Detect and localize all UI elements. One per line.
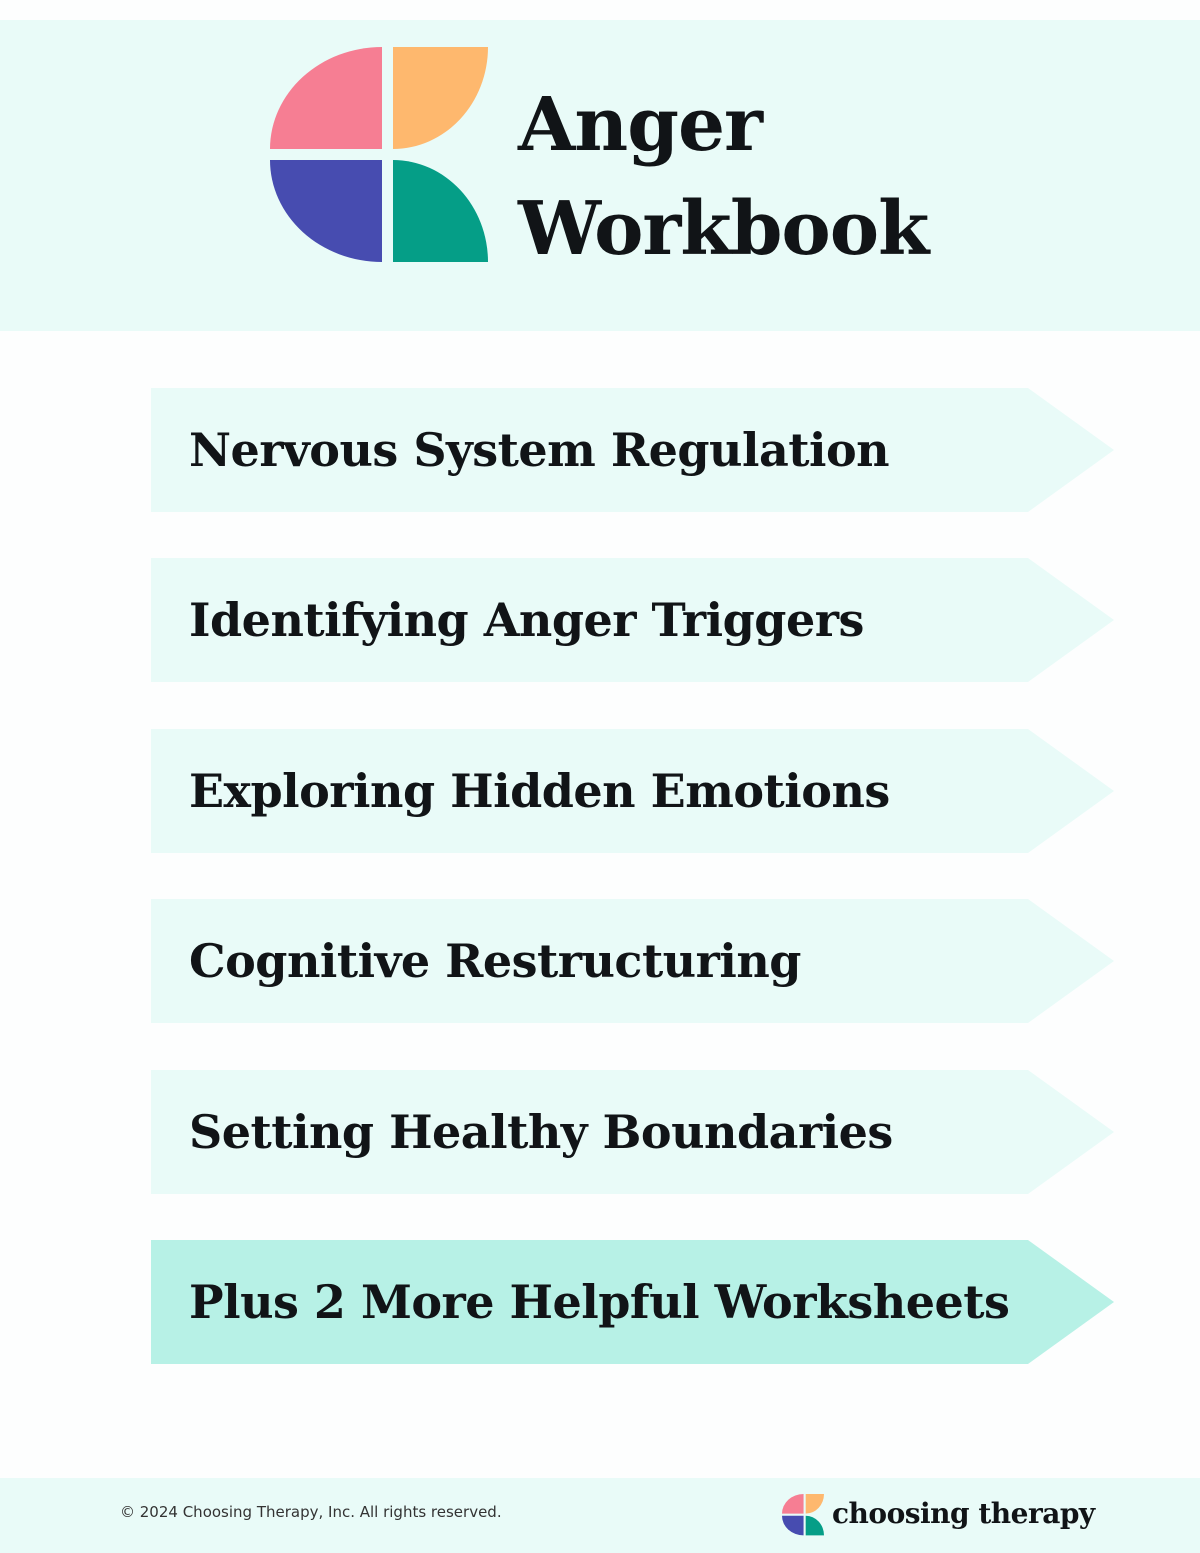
worksheet-item-highlight: Plus 2 More Helpful Worksheets	[151, 1240, 1114, 1364]
worksheet-item: Identifying Anger Triggers	[151, 558, 1114, 682]
choosing-therapy-logo-icon	[270, 47, 488, 262]
worksheet-item-label: Plus 2 More Helpful Worksheets	[189, 1275, 1010, 1329]
worksheet-item: Setting Healthy Boundaries	[151, 1070, 1114, 1194]
worksheet-item: Nervous System Regulation	[151, 388, 1114, 512]
arrow-banner	[151, 899, 1114, 1023]
worksheet-item-label: Nervous System Regulation	[189, 423, 890, 477]
worksheet-item-label: Exploring Hidden Emotions	[189, 764, 890, 818]
arrow-banner	[151, 1070, 1114, 1194]
title-line-1: Anger	[518, 82, 763, 168]
worksheet-item-label: Identifying Anger Triggers	[189, 593, 864, 647]
arrow-banner	[151, 729, 1114, 853]
brand-name: choosing therapy	[832, 1497, 1095, 1530]
arrow-banner-highlight	[151, 1240, 1114, 1364]
title-line-2: Workbook	[518, 186, 929, 272]
worksheet-item-label: Cognitive Restructuring	[189, 934, 801, 988]
header-banner	[0, 20, 1200, 331]
worksheet-item-label: Setting Healthy Boundaries	[189, 1105, 893, 1159]
worksheet-item: Cognitive Restructuring	[151, 899, 1114, 1023]
logo-green-quadrant	[393, 160, 488, 262]
logo-blue-quadrant	[270, 160, 382, 262]
logo-pink-quadrant	[270, 47, 382, 149]
page-title: Anger Workbook	[518, 73, 929, 281]
copyright-text: © 2024 Choosing Therapy, Inc. All rights…	[120, 1503, 502, 1521]
logo-orange-quadrant	[393, 47, 488, 149]
choosing-therapy-small-logo-icon	[782, 1494, 824, 1536]
arrow-banner	[151, 558, 1114, 682]
footer-bar	[0, 1478, 1200, 1553]
arrow-banner	[151, 388, 1114, 512]
worksheet-item: Exploring Hidden Emotions	[151, 729, 1114, 853]
